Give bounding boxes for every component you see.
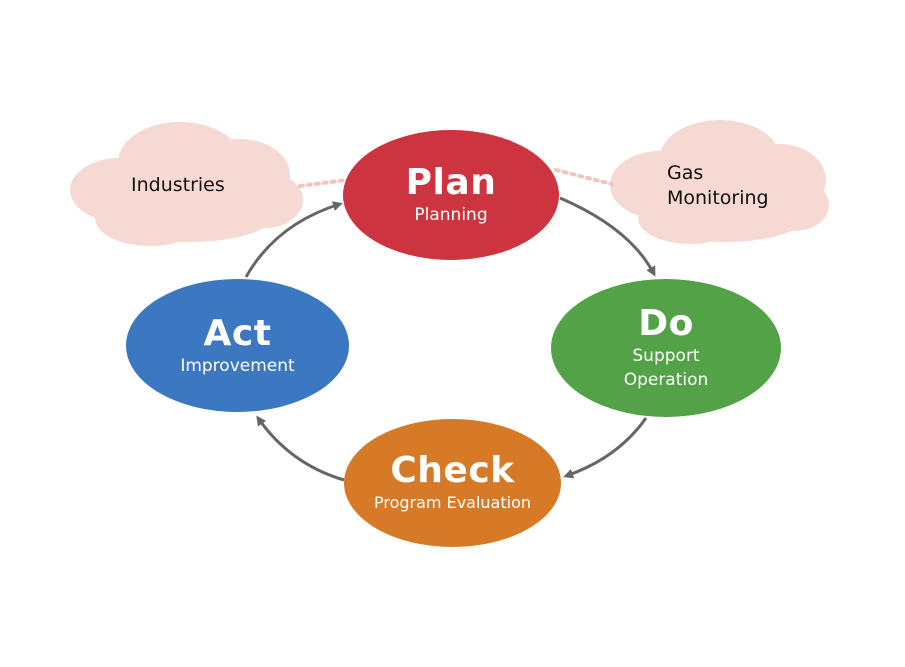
arrow-act-to-plan [244, 201, 343, 278]
do-subtitle-line-1: Support [632, 346, 700, 366]
arrow-do-to-check [563, 417, 648, 479]
act-title: Act [203, 312, 272, 354]
dotted-connector-right [554, 168, 614, 186]
cloud-industries-label: Industries [131, 173, 225, 198]
check-title: Check [390, 450, 515, 491]
cloud-gas-monitoring-label: Gas Monitoring [667, 161, 769, 211]
plan-node: Plan Planning [343, 130, 559, 260]
do-node: Do Support Operation [551, 279, 781, 417]
cloud-industries-line-1: Industries [131, 174, 225, 196]
plan-subtitle-line-1: Planning [414, 205, 488, 225]
do-title: Do [638, 303, 694, 344]
cloud-gas-monitoring-shape [610, 120, 829, 244]
check-subtitle-line-1: Program Evaluation [373, 493, 531, 512]
act-subtitle-line-1: Improvement [180, 355, 295, 376]
cloud-gas-monitoring-line-2: Monitoring [667, 187, 769, 209]
check-node: Check Program Evaluation [344, 419, 561, 547]
cloud-industries-shape [70, 122, 303, 246]
cloud-gas-monitoring-line-1: Gas [667, 162, 704, 184]
act-node: Act Improvement [126, 279, 349, 412]
plan-title: Plan [405, 162, 497, 203]
dotted-connector-left [298, 178, 348, 188]
arrow-plan-to-do [559, 196, 656, 277]
arrow-check-to-act [256, 415, 345, 482]
do-subtitle-line-2: Operation [623, 370, 709, 390]
